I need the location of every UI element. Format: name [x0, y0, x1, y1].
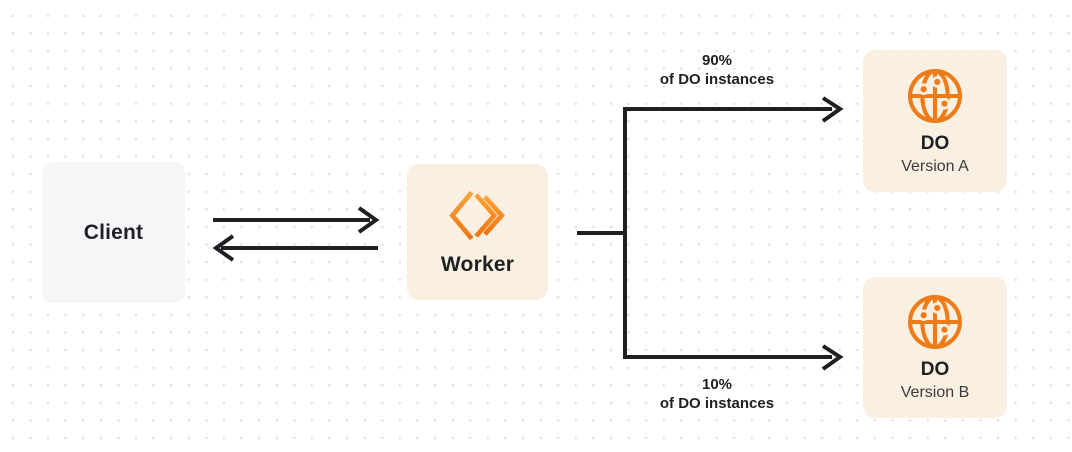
top-branch-caption: of DO instances [659, 71, 775, 88]
arrow-to-do-version-b [625, 344, 844, 371]
top-branch-label: 90% of DO instances [597, 51, 837, 89]
durable-object-globe-icon [908, 295, 962, 349]
arrow-client-to-worker [213, 206, 380, 234]
do-version-a-subtitle: Version A [901, 157, 969, 175]
do-version-b-node: DO Version B [863, 277, 1007, 418]
top-branch-percent: 90% [701, 52, 733, 69]
arrow-to-do-version-a [625, 96, 844, 123]
arrow-worker-to-client [212, 234, 378, 262]
do-version-b-subtitle: Version B [900, 384, 970, 401]
worker-label: Worker [440, 252, 515, 276]
bottom-branch-caption: of DO instances [659, 395, 775, 412]
bottom-branch-percent: 10% [701, 376, 733, 393]
durable-object-globe-icon [908, 68, 962, 123]
client-node: Client [42, 162, 185, 303]
branch-trunk [577, 107, 627, 359]
worker-node: Worker [407, 164, 548, 300]
do-version-a-node: DO Version A [863, 50, 1007, 192]
do-version-a-title: DO [920, 132, 950, 154]
do-version-b-title: DO [920, 359, 950, 380]
client-label: Client [83, 220, 144, 244]
bottom-branch-label: 10% of DO instances [597, 375, 837, 413]
cloudflare-workers-icon [448, 190, 505, 240]
